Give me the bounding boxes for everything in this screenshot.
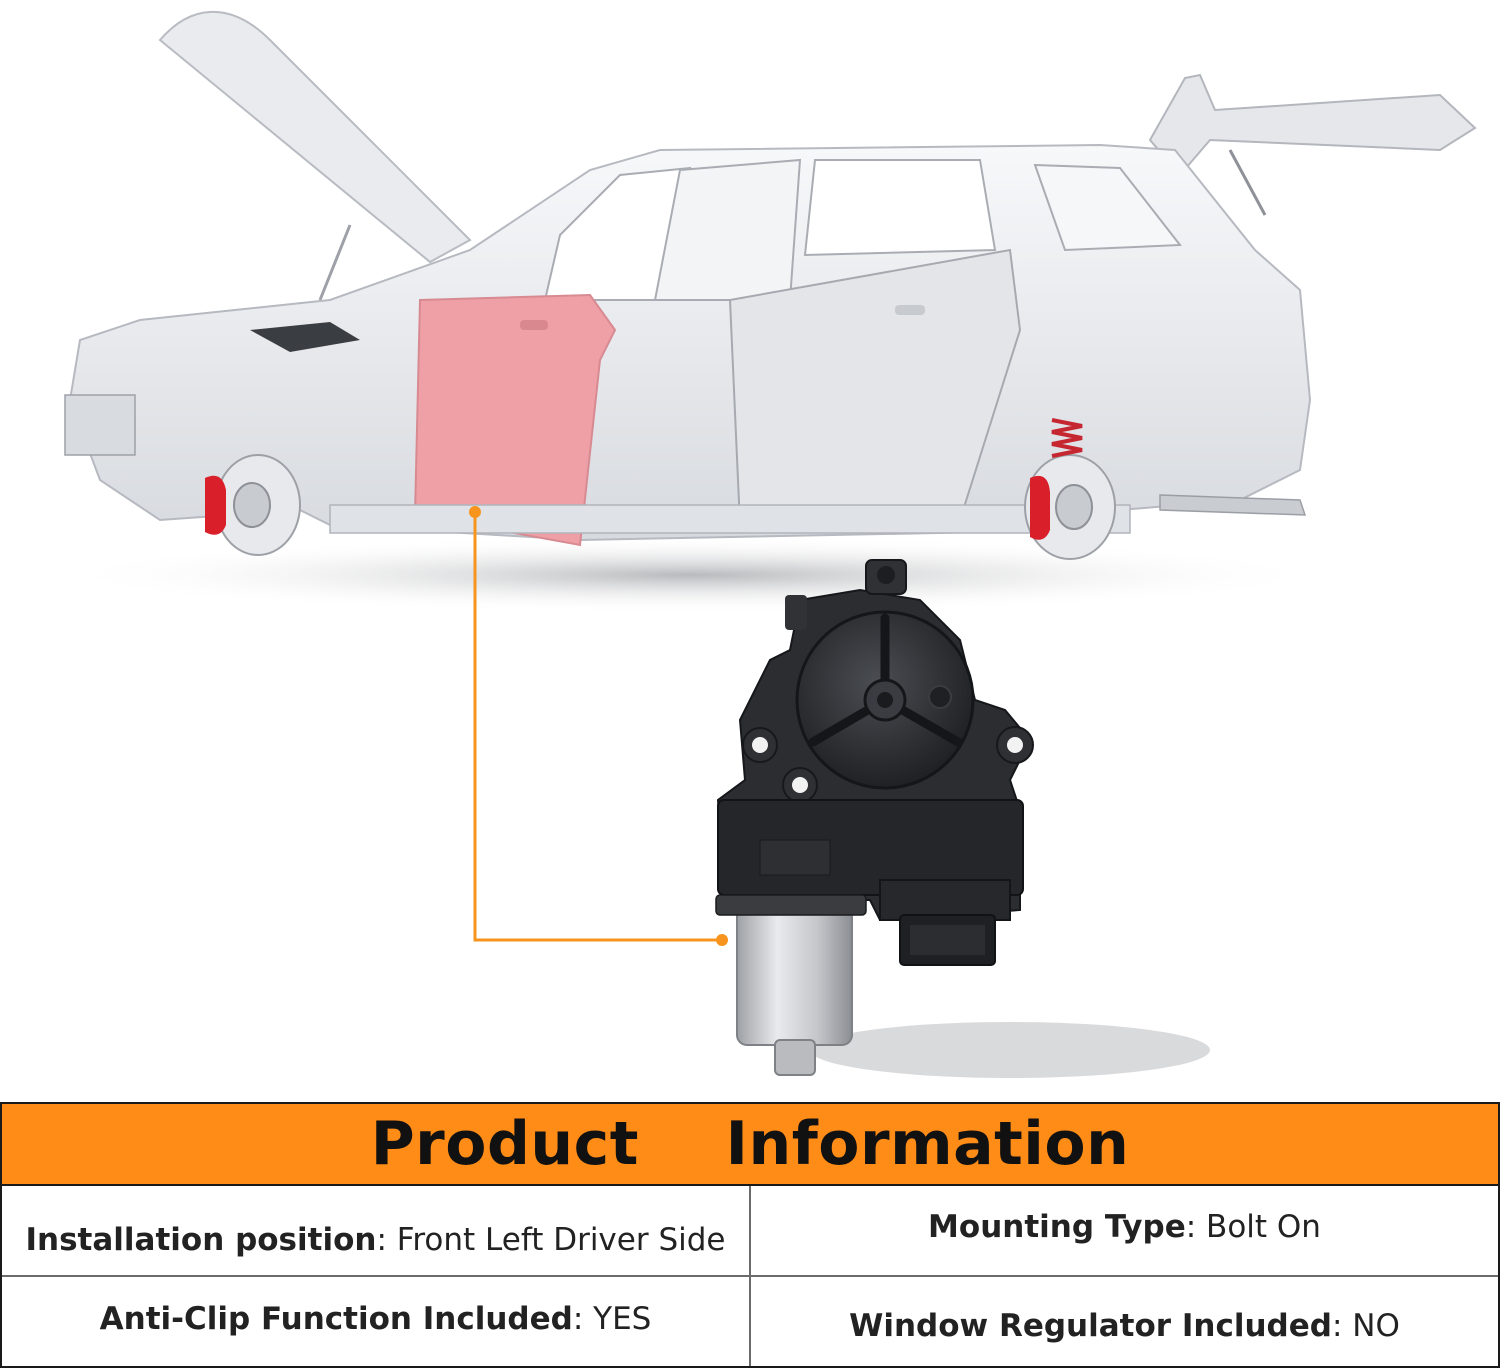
product-information-title: Product Information: [370, 1109, 1130, 1179]
tailgate-panel: [1148, 73, 1477, 177]
front-brake-caliper: [205, 475, 226, 535]
front-wheel: [205, 454, 301, 556]
rear-coil-spring: [1051, 418, 1083, 458]
callout-dot-icon: [716, 934, 728, 946]
hood-panel: [158, 10, 472, 264]
spec-value: NO: [1352, 1307, 1400, 1344]
car-body-shell: [68, 143, 1312, 542]
car-shadow: [50, 537, 1330, 613]
motor-cylinder: [736, 904, 853, 1046]
spec-value: YES: [593, 1300, 652, 1337]
rear-brake-caliper: [1030, 475, 1050, 540]
window-motor-illustration: [715, 559, 1034, 1076]
spec-mounting-type: Mounting Type: Bolt On: [751, 1186, 1498, 1277]
spec-label: Mounting Type: [928, 1208, 1186, 1245]
side-sill: [329, 504, 1131, 534]
car-body-illustration: [64, 10, 1477, 560]
spec-installation-position: Installation position: Front Left Driver…: [2, 1186, 751, 1277]
spec-value: Front Left Driver Side: [396, 1221, 726, 1258]
front-bumper: [64, 394, 136, 456]
spec-grid: Installation position: Front Left Driver…: [2, 1186, 1498, 1366]
product-information-panel: Product Information Installation positio…: [0, 1102, 1500, 1368]
rear-window-opening: [803, 159, 997, 257]
spec-value: Bolt On: [1206, 1208, 1321, 1245]
motor-shadow: [810, 1022, 1210, 1078]
product-information-header: Product Information: [2, 1104, 1498, 1186]
spec-label: Window Regulator Included: [849, 1307, 1332, 1344]
spec-label: Anti-Clip Function Included: [99, 1300, 573, 1337]
callout-connector: [473, 512, 722, 942]
spec-window-regulator: Window Regulator Included: NO: [849, 1307, 1400, 1344]
headlight: [250, 322, 360, 352]
rear-door-panel: [728, 248, 1022, 527]
rear-wheel: [1024, 418, 1116, 560]
callout-dot-icon: [469, 506, 481, 518]
product-illustration: [50, 10, 1477, 1078]
spec-label: Installation position: [25, 1221, 377, 1258]
spec-anti-clip-function: Anti-Clip Function Included: YES: [2, 1277, 751, 1366]
quarter-window: [1033, 163, 1182, 252]
